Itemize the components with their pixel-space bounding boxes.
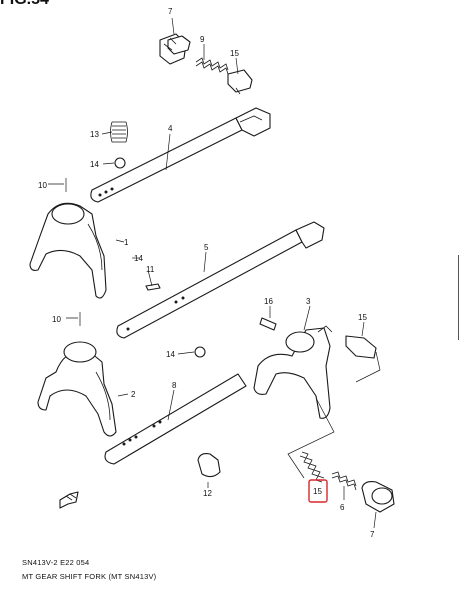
- callout-3[interactable]: 3: [306, 297, 311, 306]
- part-11-pin[interactable]: [145, 283, 161, 291]
- part-15-pin-top[interactable]: [227, 69, 253, 95]
- callout-2[interactable]: 2: [131, 390, 136, 399]
- callout-15[interactable]: 15: [358, 313, 367, 322]
- front-arrow-icon: [59, 491, 79, 509]
- part-7-plug-top[interactable]: [159, 33, 191, 65]
- part-8-spring[interactable]: [331, 471, 357, 491]
- callout-9[interactable]: 9: [200, 35, 205, 44]
- part-14-ball-c[interactable]: [194, 346, 206, 358]
- page-edge: [458, 255, 462, 340]
- callout-10[interactable]: 10: [52, 315, 61, 324]
- callout-1[interactable]: 1: [124, 238, 129, 247]
- callout-14[interactable]: 14: [134, 254, 143, 263]
- callout-10[interactable]: 10: [38, 181, 47, 190]
- leader-lines: [48, 17, 381, 529]
- callout-7[interactable]: 7: [168, 7, 173, 16]
- part-13-spring[interactable]: [110, 121, 128, 143]
- part-1-fork[interactable]: [29, 202, 107, 299]
- callout-12[interactable]: 12: [203, 489, 212, 498]
- part-7-plug-bottom[interactable]: [361, 481, 395, 513]
- callout-13[interactable]: 13: [90, 130, 99, 139]
- callout-11[interactable]: 11: [146, 265, 155, 274]
- callout-16[interactable]: 16: [264, 297, 273, 306]
- figure-title: FIG.54: [0, 0, 49, 9]
- callout-7[interactable]: 7: [370, 530, 375, 539]
- callout-14[interactable]: 14: [90, 160, 99, 169]
- part-3-fork[interactable]: [253, 325, 333, 419]
- highlight-box: [308, 479, 328, 503]
- part-14-ball-a[interactable]: [114, 157, 126, 169]
- callout-8[interactable]: 8: [172, 381, 177, 390]
- part-16-pin[interactable]: [259, 317, 277, 331]
- part-15-spring-c[interactable]: [299, 451, 325, 483]
- part-2-fork[interactable]: [37, 341, 117, 437]
- part-5-shaft[interactable]: [116, 221, 325, 339]
- callout-4[interactable]: 4: [168, 124, 173, 133]
- part-9-spring-top[interactable]: [195, 57, 229, 75]
- diagram-caption: MT GEAR SHIFT FORK (MT SN413V): [22, 572, 157, 581]
- part-4-shaft[interactable]: [90, 107, 271, 203]
- callout-5[interactable]: 5: [204, 243, 209, 252]
- part-15-pin-b[interactable]: [345, 335, 377, 359]
- part-12-plug[interactable]: [197, 453, 221, 478]
- callout-15-highlighted[interactable]: 15: [313, 487, 322, 496]
- part-6-shaft[interactable]: [104, 373, 247, 465]
- callout-14[interactable]: 14: [166, 350, 175, 359]
- callout-15[interactable]: 15: [230, 49, 239, 58]
- diagram-code: SN413V-2 E22 054: [22, 558, 90, 567]
- callout-6[interactable]: 6: [340, 503, 345, 512]
